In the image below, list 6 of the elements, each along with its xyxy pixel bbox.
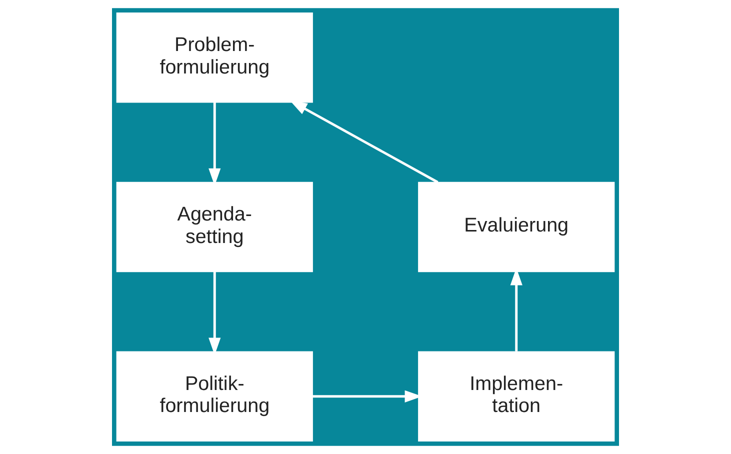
node-box: Agenda- setting xyxy=(116,182,313,272)
node-box: Politik- formulierung xyxy=(116,351,313,442)
node-box: Evaluierung xyxy=(418,182,615,272)
node-box: Problem- formulierung xyxy=(116,12,313,103)
arrow xyxy=(290,100,438,184)
node-box: Implemen- tation xyxy=(418,351,615,442)
